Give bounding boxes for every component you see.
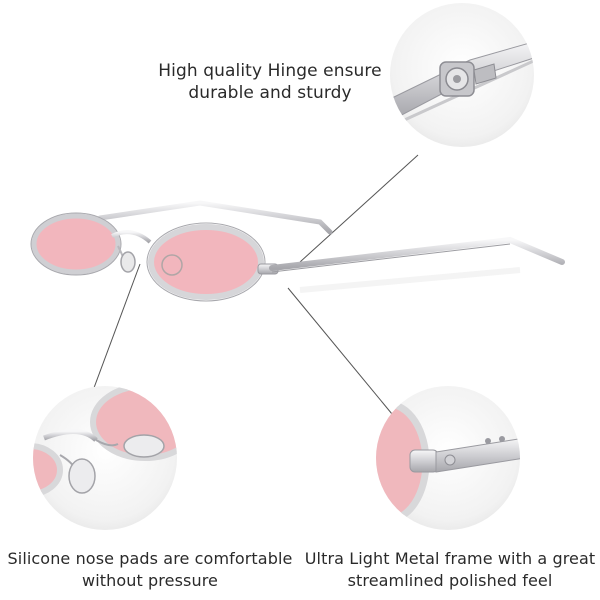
frame-detail-circle: [376, 386, 520, 530]
nose-pad-detail-circle: [33, 386, 177, 530]
frame-leader-line: [287, 287, 393, 415]
hinge-leader-line: [299, 154, 419, 263]
frame-caption-line1: Ultra Light Metal frame with a great: [304, 549, 596, 568]
frame-caption-line2: streamlined polished feel: [347, 571, 553, 590]
nose-pads-caption-line1: Silicone nose pads are comfortable: [7, 549, 293, 568]
left-lens: [31, 213, 121, 275]
nose-pad: [120, 251, 136, 273]
hinge-detail-circle: [390, 3, 534, 147]
hinge-caption: High quality Hinge ensure durable and st…: [150, 60, 390, 104]
nose-pads-caption: Silicone nose pads are comfortable witho…: [0, 548, 300, 592]
frame-caption: Ultra Light Metal frame with a great str…: [300, 548, 600, 592]
hinge-caption-line1: High quality Hinge ensure: [158, 61, 382, 81]
nose-pads-caption-line2: without pressure: [82, 571, 218, 590]
hinge-caption-line2: durable and sturdy: [188, 83, 352, 103]
right-lens: [148, 224, 264, 300]
sunglasses: [30, 200, 565, 302]
